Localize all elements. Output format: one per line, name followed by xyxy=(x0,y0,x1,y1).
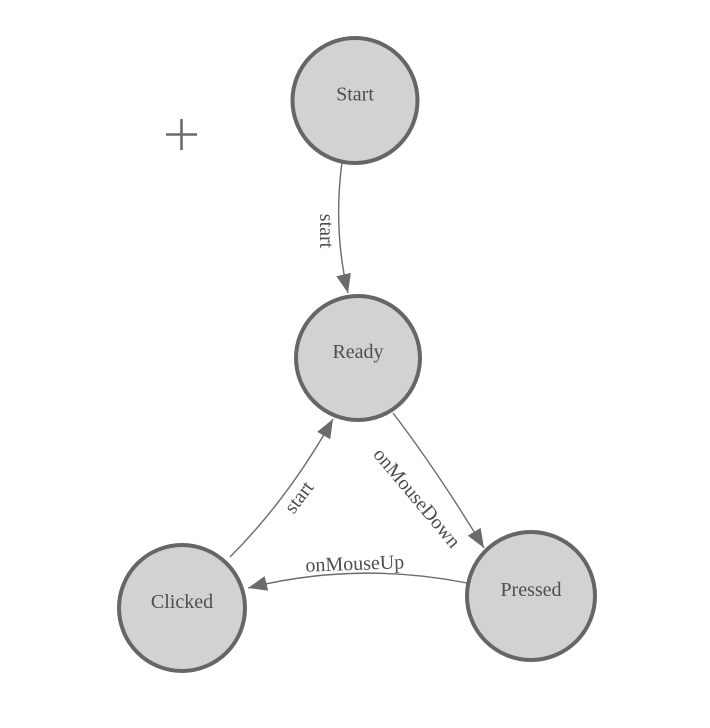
edge-label-start-to-ready: start xyxy=(315,214,337,249)
edge-ready-to-pressed[interactable] xyxy=(392,412,485,549)
state-label-clicked: Clicked xyxy=(151,591,213,613)
edge-clicked-to-ready[interactable] xyxy=(229,418,334,558)
state-label-ready: Ready xyxy=(332,341,383,363)
state-node-start[interactable]: Start xyxy=(290,36,420,165)
edge-label-ready-to-pressed: onMouseDown xyxy=(369,444,465,553)
crosshair-cursor-icon xyxy=(166,119,197,150)
edge-pressed-to-clicked[interactable] xyxy=(247,572,468,591)
state-node-clicked[interactable]: Clicked xyxy=(117,543,247,673)
edge-label-pressed-to-clicked: onMouseUp xyxy=(305,551,405,576)
state-circle-pressed[interactable] xyxy=(465,530,597,662)
state-label-start: Start xyxy=(336,84,374,106)
state-node-ready[interactable]: Ready xyxy=(294,294,422,422)
state-node-pressed[interactable]: Pressed xyxy=(465,530,597,662)
state-circle-ready[interactable] xyxy=(294,294,422,422)
state-circle-start[interactable] xyxy=(290,36,420,165)
state-circle-clicked[interactable] xyxy=(117,543,247,673)
state-label-pressed: Pressed xyxy=(500,579,561,601)
edge-label-clicked-to-ready: start xyxy=(280,477,319,518)
edge-start-to-ready[interactable] xyxy=(336,161,351,294)
